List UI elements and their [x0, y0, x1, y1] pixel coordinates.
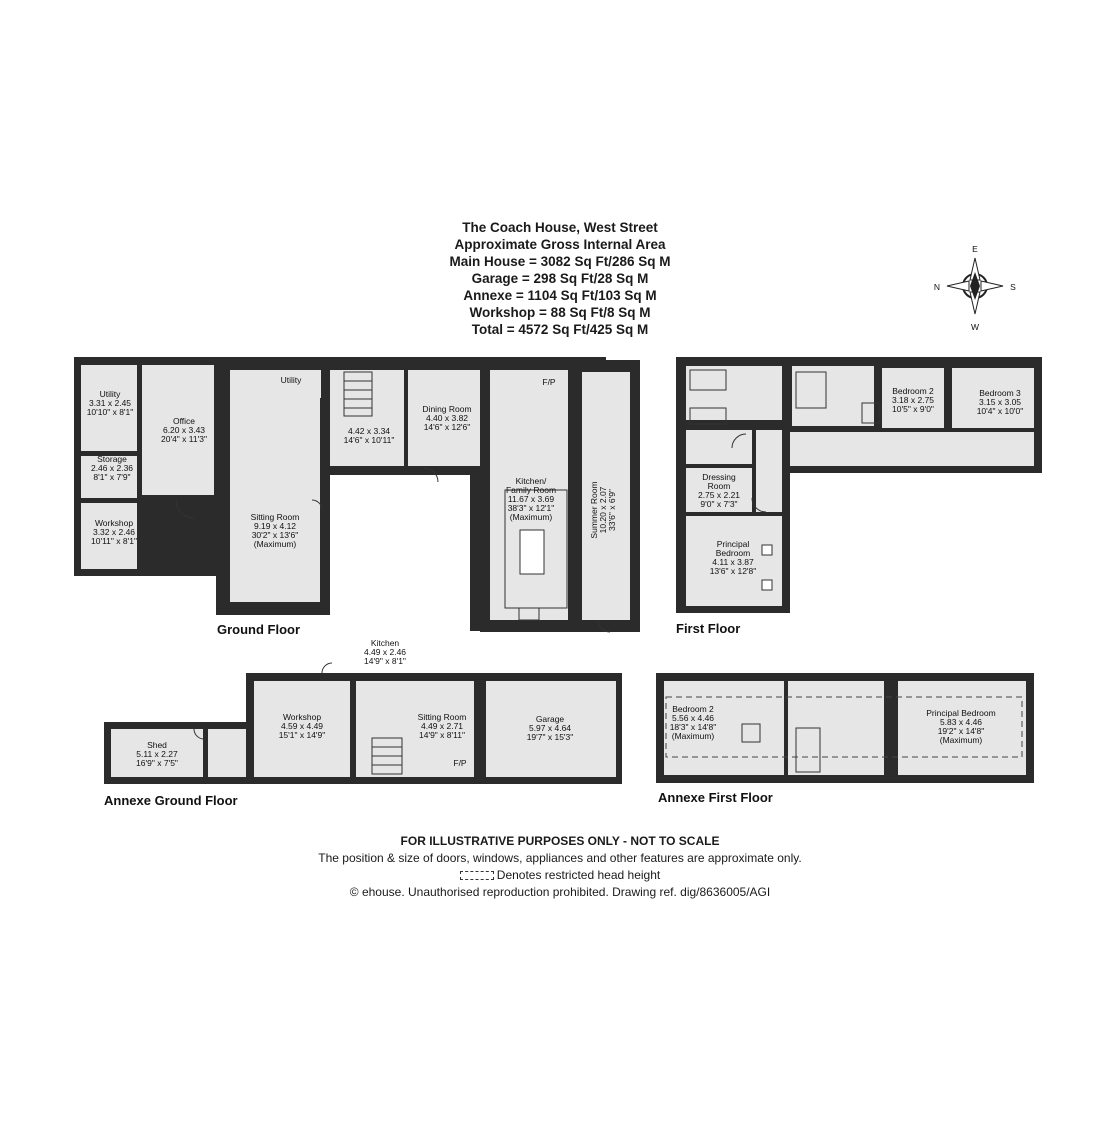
room-hall-metric: 4.42 x 3.34: [348, 426, 390, 436]
room-bedroom2-annexe-max: (Maximum): [672, 731, 715, 741]
footer: FOR ILLUSTRATIVE PURPOSES ONLY - NOT TO …: [260, 833, 860, 901]
room-bedroom3-ff-name: Bedroom 3: [979, 388, 1021, 398]
room-storage-name: Storage: [97, 454, 127, 464]
room-kitchen-annexe-name: Kitchen: [371, 638, 400, 648]
room-workshop-gf-imperial: 10'11" x 8'1": [91, 536, 137, 546]
room-office-imperial: 20'4" x 11'3": [161, 434, 207, 444]
label-annexe-first-floor: Annexe First Floor: [658, 790, 773, 805]
room-principal-annexe-imperial: 19'2" x 14'8": [938, 726, 985, 736]
room-kitchen-line1: Kitchen/: [516, 476, 547, 486]
room-workshop-annexe-name: Workshop: [283, 712, 321, 722]
area-summary: The Coach House, West Street Approximate…: [360, 219, 760, 338]
annexe-ground-floor-plan: [104, 662, 622, 784]
room-kitchen-line2: Family Room: [506, 485, 556, 495]
room-dining-metric: 4.40 x 3.82: [426, 413, 468, 423]
room-principal-ff-imperial: 13'6" x 12'8": [710, 566, 757, 576]
room-workshop-annexe-metric: 4.59 x 4.49: [281, 721, 323, 731]
disclaimer: FOR ILLUSTRATIVE PURPOSES ONLY - NOT TO …: [400, 834, 720, 848]
compass-s: S: [1010, 282, 1016, 292]
position-note: The position & size of doors, windows, a…: [318, 851, 802, 865]
room-sitting-metric: 9.19 x 4.12: [254, 521, 296, 531]
room-principal-annexe-max: (Maximum): [940, 735, 983, 745]
room-kitchen-max: (Maximum): [510, 512, 553, 522]
room-bedroom2-annexe-metric: 5.56 x 4.46: [672, 713, 714, 723]
room-shed-name: Shed: [147, 740, 167, 750]
annexe-first-floor-plan: [656, 673, 1034, 783]
room-fp-gf: F/P: [542, 377, 556, 387]
room-bedroom3-ff-metric: 3.15 x 3.05: [979, 397, 1021, 407]
room-bedroom2-ff-name: Bedroom 2: [892, 386, 934, 396]
room-storage-metric: 2.46 x 2.36: [91, 463, 133, 473]
room-workshop-gf-name: Workshop: [95, 518, 133, 528]
room-dressing-line2: Room: [708, 481, 731, 491]
room-garage-imperial: 19'7" x 15'3": [527, 732, 574, 742]
compass-w: W: [971, 322, 979, 332]
ground-floor-plan: [74, 357, 640, 633]
room-bedroom3-ff-imperial: 10'4" x 10'0": [977, 406, 1024, 416]
room-principal-annexe-metric: 5.83 x 4.46: [940, 717, 982, 727]
area-main-house: Main House = 3082 Sq Ft/286 Sq M: [449, 254, 671, 269]
area-total: Total = 4572 Sq Ft/425 Sq M: [471, 322, 649, 337]
room-utility-left-metric: 3.31 x 2.45: [89, 398, 131, 408]
dashed-line-icon: [459, 871, 494, 881]
area-annexe: Annexe = 1104 Sq Ft/103 Sq M: [463, 288, 657, 303]
room-dressing-line1: Dressing: [702, 472, 736, 482]
room-kitchen-imperial: 38'3" x 12'1": [508, 503, 555, 513]
compass-icon: E W N S: [934, 244, 1016, 332]
room-fp-annexe: F/P: [453, 758, 467, 768]
room-bedroom2-annexe-imperial: 18'3" x 14'8": [670, 722, 717, 732]
room-principal-ff-line1: Principal: [717, 539, 750, 549]
room-bedroom2-ff-imperial: 10'5" x 9'0": [892, 404, 934, 414]
area-subtitle: Approximate Gross Internal Area: [454, 237, 666, 252]
legend-text: Denotes restricted head height: [496, 868, 661, 882]
room-shed-metric: 5.11 x 2.27: [136, 749, 178, 759]
room-workshop-gf-metric: 3.32 x 2.46: [93, 527, 135, 537]
room-office-metric: 6.20 x 3.43: [163, 425, 205, 435]
room-summer-metric: 10.20 x 2.07: [598, 486, 608, 533]
room-sitting-imperial: 30'2" x 13'6": [252, 530, 299, 540]
room-dining-imperial: 14'6" x 12'6": [424, 422, 471, 432]
room-bedroom2-annexe-name: Bedroom 2: [672, 704, 714, 714]
room-office-name: Office: [173, 416, 195, 426]
room-sitting-annexe-imperial: 14'9" x 8'11": [419, 730, 465, 740]
room-utility-left-name: Utility: [100, 389, 122, 399]
room-principal-ff-metric: 4.11 x 3.87: [712, 557, 754, 567]
legend-row: Denotes restricted head height: [260, 867, 860, 884]
room-dining-name: Dining Room: [422, 404, 471, 414]
room-principal-annexe-name: Principal Bedroom: [926, 708, 995, 718]
room-dressing-metric: 2.75 x 2.21: [698, 490, 740, 500]
room-sitting-annexe-name: Sitting Room: [418, 712, 467, 722]
room-sitting-annexe-metric: 4.49 x 2.71: [421, 721, 463, 731]
room-shed-imperial: 16'9" x 7'5": [136, 758, 178, 768]
compass-e: E: [972, 244, 978, 254]
room-summer-group: Summer Room 10.20 x 2.07 33'6" x 6'9": [589, 481, 617, 538]
room-kitchen-annexe-metric: 4.49 x 2.46: [364, 647, 406, 657]
copyright: © ehouse. Unauthorised reproduction proh…: [349, 885, 771, 899]
label-ground-floor: Ground Floor: [217, 622, 300, 637]
room-summer-name: Summer Room: [589, 481, 599, 538]
area-workshop: Workshop = 88 Sq Ft/8 Sq M: [469, 305, 651, 320]
room-workshop-annexe-imperial: 15'1" x 14'9": [279, 730, 326, 740]
room-sitting-name: Sitting Room: [251, 512, 300, 522]
room-garage-name: Garage: [536, 714, 565, 724]
room-utility-left-imperial: 10'10" x 8'1": [87, 407, 134, 417]
label-annexe-ground-floor: Annexe Ground Floor: [104, 793, 238, 808]
area-garage: Garage = 298 Sq Ft/28 Sq M: [471, 271, 649, 286]
room-garage-metric: 5.97 x 4.64: [529, 723, 571, 733]
room-sitting-max: (Maximum): [254, 539, 297, 549]
room-hall-imperial: 14'6" x 10'11": [344, 435, 395, 445]
property-title: The Coach House, West Street: [462, 220, 658, 235]
room-storage-imperial: 8'1" x 7'9": [93, 472, 130, 482]
room-principal-ff-line2: Bedroom: [716, 548, 751, 558]
room-utility-name: Utility: [281, 375, 303, 385]
first-floor-plan: [676, 357, 1042, 613]
room-dressing-imperial: 9'0" x 7'3": [700, 499, 737, 509]
room-kitchen-annexe-imperial: 14'9" x 8'1": [364, 656, 406, 666]
room-bedroom2-ff-metric: 3.18 x 2.75: [892, 395, 934, 405]
compass-n: N: [934, 282, 940, 292]
room-summer-imperial: 33'6" x 6'9": [607, 489, 617, 531]
room-kitchen-metric: 11.67 x 3.69: [508, 494, 554, 504]
label-first-floor: First Floor: [676, 621, 740, 636]
